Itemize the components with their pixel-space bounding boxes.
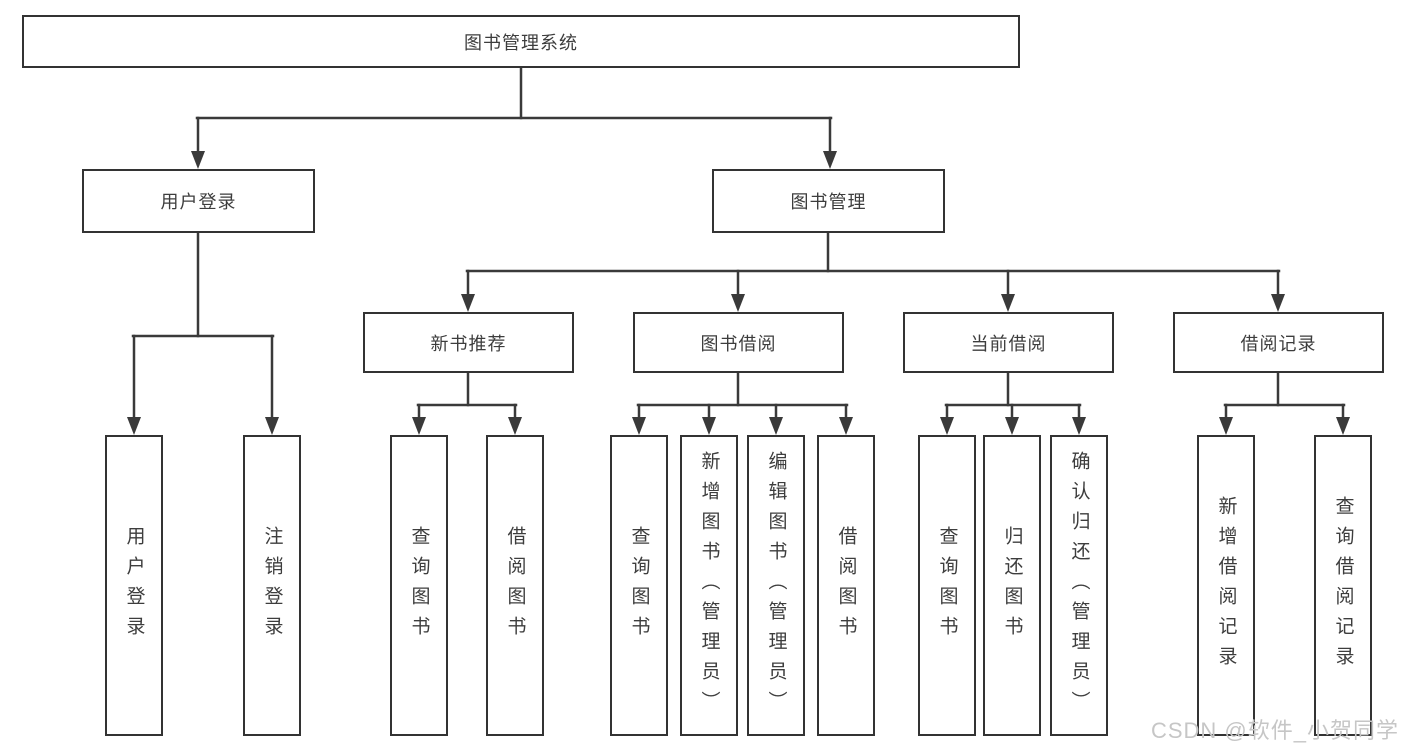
node-leaf-query-books-1-label: 查询图书: [408, 525, 430, 646]
node-leaf-logout-label: 注销登录: [261, 525, 283, 646]
node-leaf-confirm-return-admin-label: 确认归还（管理员）: [1068, 450, 1090, 721]
node-book-borrowing: 图书借阅: [633, 312, 844, 373]
node-leaf-return-books-label: 归还图书: [1001, 525, 1023, 646]
node-borrow-records-label: 借阅记录: [1240, 333, 1317, 354]
node-leaf-query-borrow-record-label: 查询借阅记录: [1332, 495, 1354, 676]
node-root: 图书管理系统: [22, 15, 1020, 68]
node-leaf-add-books-admin-label: 新增图书（管理员）: [698, 450, 720, 721]
node-current-borrowing: 当前借阅: [903, 312, 1114, 373]
node-leaf-confirm-return-admin: 确认归还（管理员）: [1050, 435, 1108, 736]
node-user-login: 用户登录: [82, 169, 315, 233]
node-current-borrowing-label: 当前借阅: [970, 333, 1047, 354]
node-book-management: 图书管理: [712, 169, 945, 233]
node-leaf-borrow-books-2-label: 借阅图书: [835, 525, 857, 646]
node-book-borrowing-label: 图书借阅: [700, 333, 777, 354]
node-leaf-user-login: 用户登录: [105, 435, 163, 736]
node-leaf-borrow-books-1-label: 借阅图书: [504, 525, 526, 646]
node-leaf-borrow-books-2: 借阅图书: [817, 435, 875, 736]
node-leaf-query-books-3: 查询图书: [918, 435, 976, 736]
csdn-watermark: CSDN @软件_小贺同学: [1150, 718, 1399, 743]
node-leaf-query-books-2-label: 查询图书: [628, 525, 650, 646]
node-leaf-return-books: 归还图书: [983, 435, 1041, 736]
node-new-book-recommend: 新书推荐: [363, 312, 574, 373]
node-borrow-records: 借阅记录: [1173, 312, 1384, 373]
node-leaf-user-login-label: 用户登录: [123, 525, 145, 646]
node-leaf-query-books-1: 查询图书: [390, 435, 448, 736]
node-leaf-borrow-books-1: 借阅图书: [486, 435, 544, 736]
node-leaf-add-books-admin: 新增图书（管理员）: [680, 435, 738, 736]
node-leaf-add-borrow-record: 新增借阅记录: [1197, 435, 1255, 736]
node-leaf-query-books-2: 查询图书: [610, 435, 668, 736]
node-user-login-label: 用户登录: [160, 192, 237, 212]
node-leaf-query-books-3-label: 查询图书: [936, 525, 958, 646]
node-leaf-query-borrow-record: 查询借阅记录: [1314, 435, 1372, 736]
node-leaf-edit-books-admin-label: 编辑图书（管理员）: [765, 450, 787, 721]
node-root-label: 图书管理系统: [464, 32, 578, 53]
node-leaf-edit-books-admin: 编辑图书（管理员）: [747, 435, 805, 736]
node-book-management-label: 图书管理: [790, 192, 867, 212]
node-leaf-logout: 注销登录: [243, 435, 301, 736]
node-leaf-add-borrow-record-label: 新增借阅记录: [1215, 495, 1237, 676]
node-new-book-recommend-label: 新书推荐: [430, 333, 507, 354]
